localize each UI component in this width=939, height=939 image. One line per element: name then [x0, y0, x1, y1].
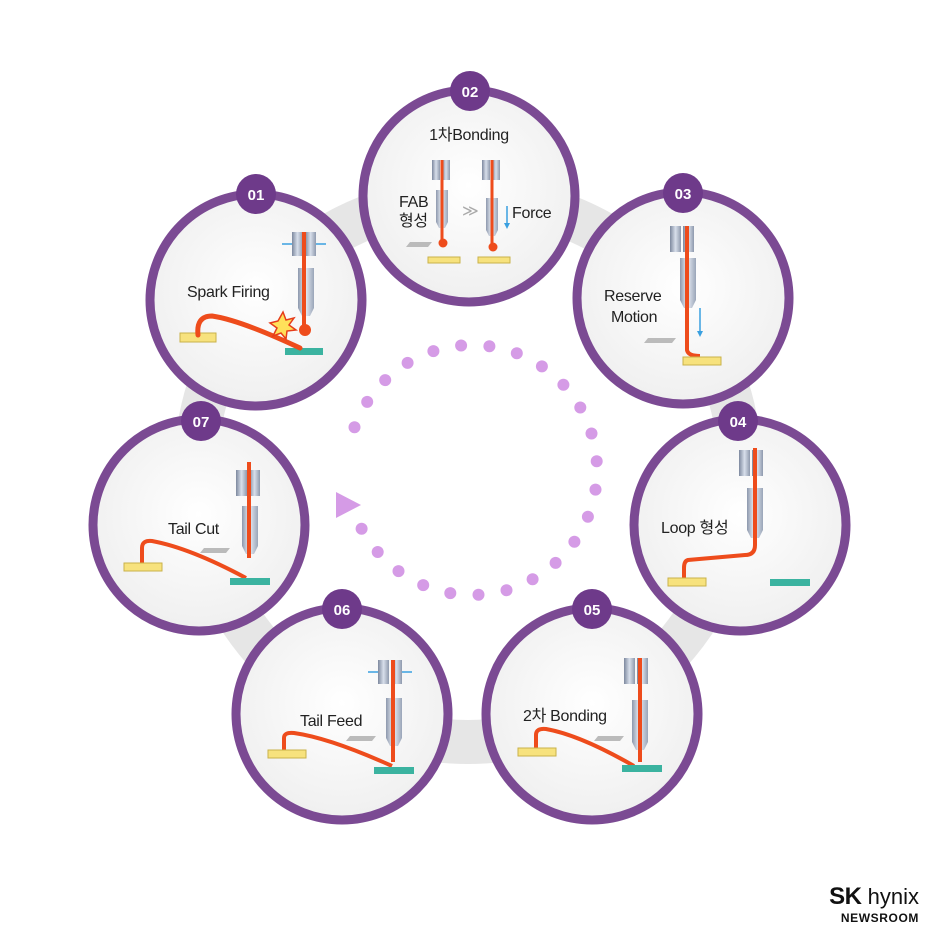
- force-label: Force: [512, 205, 552, 222]
- cycle-dot: [379, 374, 392, 387]
- bond-wire: [534, 726, 635, 768]
- step-number: 02: [462, 84, 479, 101]
- step-badge: [236, 174, 276, 214]
- step-07: Tail Cut 07: [88, 401, 310, 636]
- cycle-dot: [417, 579, 430, 592]
- cycle-dot: [355, 522, 368, 535]
- step-label: 2차 Bonding: [523, 707, 607, 725]
- cycle-dot: [472, 588, 485, 601]
- yellow-pad: [477, 256, 511, 264]
- cycle-dot: [510, 347, 523, 360]
- cycle-dot: [549, 556, 562, 569]
- step-01: Spark Firing 01: [145, 174, 367, 411]
- step-number: 07: [193, 414, 210, 431]
- cycle-dot: [427, 345, 440, 358]
- cycle-dot: [590, 455, 603, 468]
- step-badge: [572, 589, 612, 629]
- step-02: 1차Bonding ≫ FAB 형성 Force 02: [358, 71, 580, 307]
- step-number: 03: [675, 186, 692, 203]
- bond-wire: [282, 730, 393, 768]
- clamp-icon: [292, 232, 303, 256]
- cycle-dot: [535, 360, 548, 373]
- fab-label: FAB: [399, 194, 428, 211]
- cycle-dot: [483, 340, 496, 353]
- green-pad: [285, 348, 323, 355]
- cycle-dot: [361, 395, 374, 408]
- step-03: Reserve Motion 03: [572, 173, 794, 409]
- cycle-dot: [568, 535, 581, 548]
- step-label: 1차Bonding: [429, 126, 509, 144]
- cycle-dot: [500, 584, 513, 597]
- green-pad: [374, 767, 414, 774]
- step-circle: [358, 85, 580, 307]
- step-number: 05: [584, 602, 601, 619]
- bond-wire: [195, 313, 303, 351]
- green-pad: [770, 579, 810, 586]
- step-badge: [450, 71, 490, 111]
- yellow-pad: [267, 749, 307, 759]
- cycle-dots: [348, 339, 603, 601]
- step-label-line2: Motion: [611, 309, 657, 326]
- cycle-dot: [444, 587, 457, 600]
- step-badge: [718, 401, 758, 441]
- yellow-pad: [667, 577, 707, 587]
- sk-hynix-newsroom-logo: SK hynix NEWSROOM: [829, 883, 919, 926]
- fab-label-2: 형성: [399, 212, 428, 230]
- step-04: Loop 형성 04: [629, 401, 851, 636]
- cycle-dot: [581, 510, 594, 523]
- bond-wire: [685, 226, 701, 358]
- cycle-dot: [392, 565, 405, 578]
- bond-wire: [682, 448, 757, 582]
- green-pad: [230, 578, 270, 585]
- yellow-pad: [123, 562, 163, 572]
- step-badge: [663, 173, 703, 213]
- brand-main-bold: SK: [829, 883, 862, 910]
- yellow-pad: [682, 356, 722, 366]
- step-label: Tail Feed: [300, 713, 362, 730]
- step-number: 04: [730, 414, 747, 431]
- step-label: Loop 형성: [661, 519, 728, 537]
- step-number: 01: [248, 187, 265, 204]
- step-label: Tail Cut: [168, 521, 220, 538]
- cycle-dot: [526, 573, 539, 586]
- cycle-dot: [557, 378, 570, 391]
- cycle-dot: [574, 401, 587, 414]
- step-badge: [181, 401, 221, 441]
- yellow-pad: [517, 747, 557, 757]
- spark-icon: [268, 310, 299, 341]
- free-air-ball-icon: [299, 324, 311, 336]
- green-pad: [622, 765, 662, 772]
- brand-main-rest: hynix: [867, 884, 919, 909]
- step-badge: [322, 589, 362, 629]
- cycle-arrow-head: [336, 492, 361, 518]
- cycle-dot: [401, 356, 414, 369]
- bond-wire: [140, 538, 247, 580]
- step-05: 2차 Bonding 05: [481, 589, 703, 825]
- cycle-dot: [455, 339, 468, 352]
- yellow-pad: [427, 256, 461, 264]
- cycle-dot: [585, 427, 598, 440]
- step-label-line1: Reserve: [604, 288, 662, 305]
- chevron-right-icon: ≫: [462, 201, 479, 220]
- cycle-dot: [348, 421, 361, 434]
- cycle-dot: [589, 483, 602, 496]
- step-label: Spark Firing: [187, 284, 270, 301]
- step-06: Tail Feed 06: [231, 589, 453, 825]
- cycle-dot: [371, 546, 384, 558]
- step-number: 06: [334, 602, 351, 619]
- brand-sub: NEWSROOM: [840, 911, 919, 925]
